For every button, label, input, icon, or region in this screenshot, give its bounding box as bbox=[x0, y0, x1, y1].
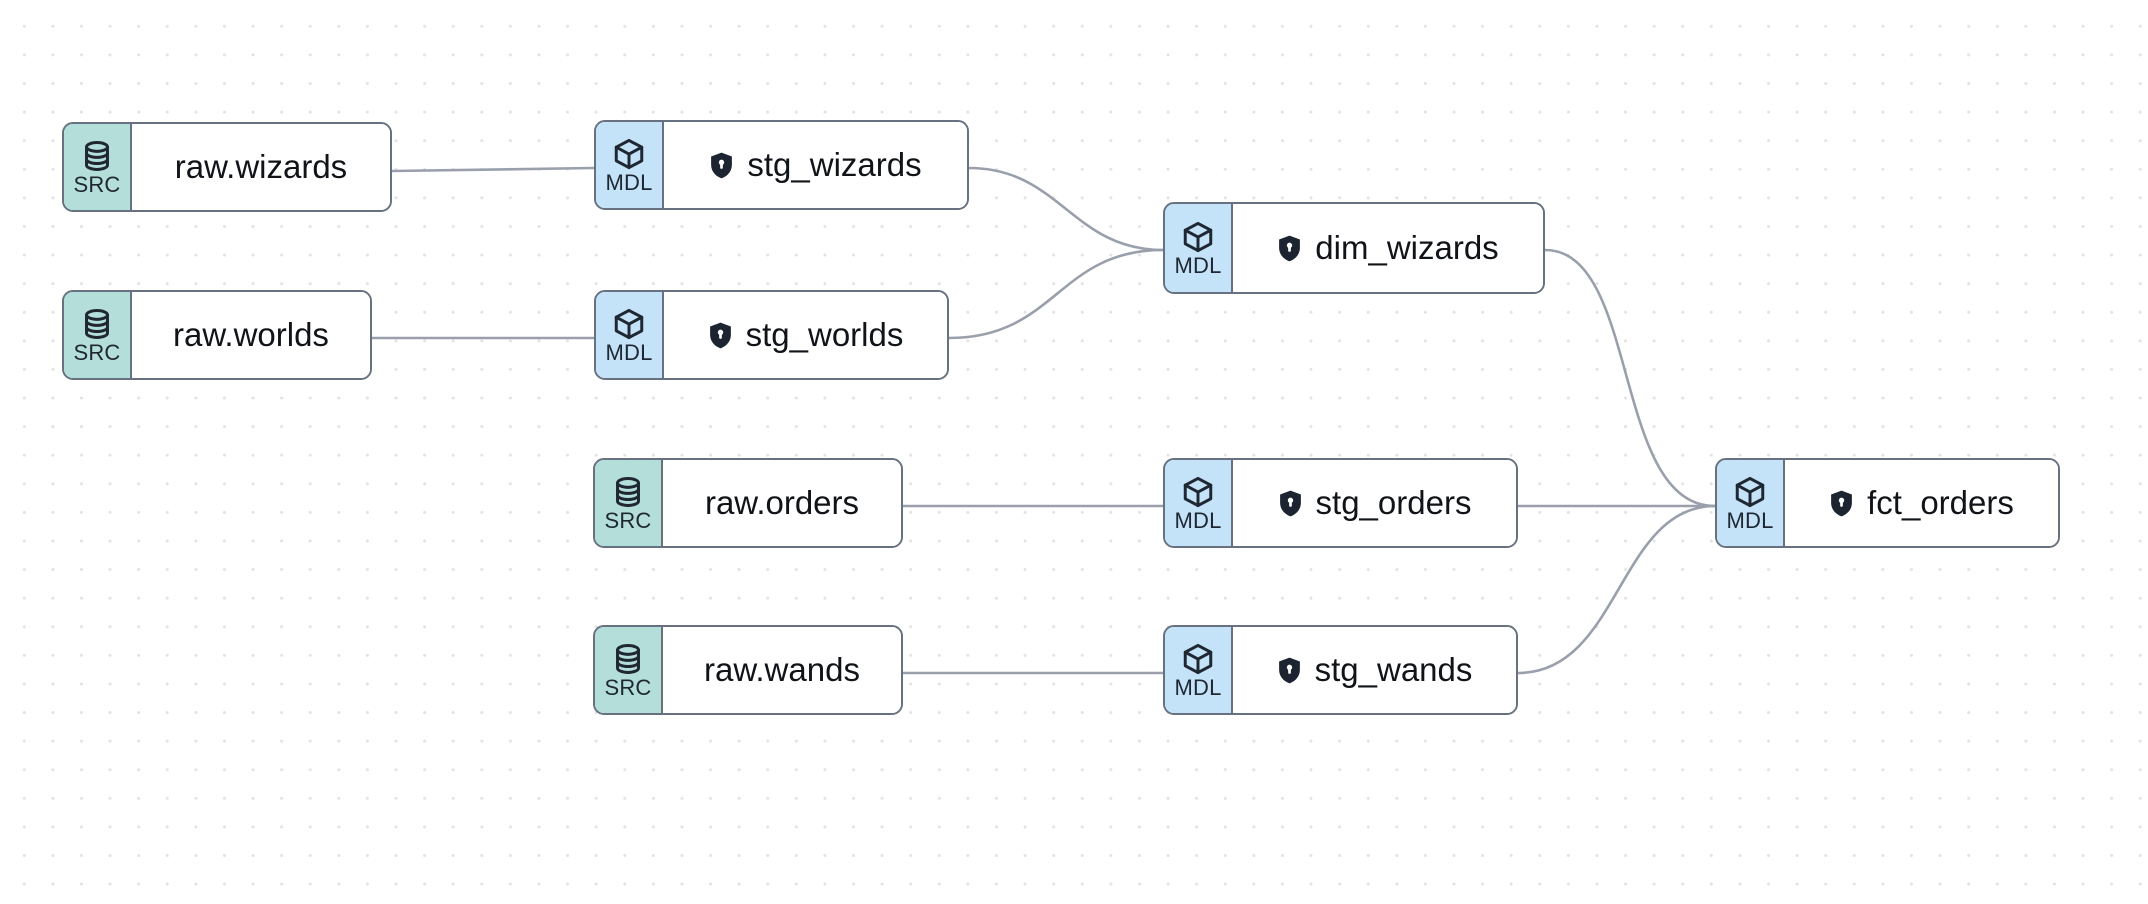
lineage-node-raw_wizards[interactable]: SRC raw.wizards bbox=[62, 122, 392, 212]
node-label: stg_wands bbox=[1314, 650, 1473, 688]
cube-icon bbox=[1181, 220, 1215, 254]
node-body[interactable]: stg_orders bbox=[1233, 460, 1516, 546]
node-kind-label: MDL bbox=[1174, 507, 1222, 533]
lineage-node-raw_orders[interactable]: SRC raw.orders bbox=[593, 458, 903, 548]
node-kind-label: SRC bbox=[604, 507, 652, 533]
lineage-node-stg_wands[interactable]: MDL stg_wands bbox=[1163, 625, 1518, 715]
node-label: raw.wizards bbox=[174, 147, 348, 185]
lineage-node-stg_worlds[interactable]: MDL stg_worlds bbox=[594, 290, 949, 380]
lineage-node-stg_orders[interactable]: MDL stg_orders bbox=[1163, 458, 1518, 548]
node-body[interactable]: fct_orders bbox=[1785, 460, 2058, 546]
node-label: raw.worlds bbox=[173, 315, 329, 353]
node-kind-badge: SRC bbox=[64, 292, 132, 378]
node-kind-badge: MDL bbox=[1165, 204, 1233, 292]
node-kind-badge: MDL bbox=[1717, 460, 1785, 546]
lineage-node-fct_orders[interactable]: MDL fct_orders bbox=[1715, 458, 2060, 548]
node-kind-badge: SRC bbox=[64, 124, 132, 210]
node-body[interactable]: stg_wands bbox=[1233, 627, 1516, 713]
lineage-edge bbox=[967, 166, 1165, 252]
node-body[interactable]: stg_worlds bbox=[664, 292, 947, 378]
shield-lock-icon bbox=[1277, 657, 1302, 684]
node-body[interactable]: raw.orders bbox=[663, 460, 901, 546]
cube-icon bbox=[612, 307, 646, 341]
node-kind-badge: MDL bbox=[1165, 460, 1233, 546]
node-kind-label: SRC bbox=[604, 674, 652, 700]
shield-lock-icon bbox=[1829, 490, 1854, 517]
node-kind-badge: MDL bbox=[596, 292, 664, 378]
shield-lock-icon bbox=[708, 322, 733, 349]
lineage-edge bbox=[1543, 248, 1717, 508]
database-icon bbox=[80, 307, 114, 341]
node-kind-label: MDL bbox=[605, 169, 653, 195]
node-label: stg_orders bbox=[1315, 483, 1472, 521]
node-kind-label: SRC bbox=[73, 171, 121, 197]
node-kind-badge: SRC bbox=[595, 627, 663, 713]
node-body[interactable]: stg_wizards bbox=[664, 122, 967, 208]
node-label: raw.orders bbox=[704, 483, 860, 521]
node-kind-label: MDL bbox=[1726, 507, 1774, 533]
cube-icon bbox=[1181, 475, 1215, 509]
lineage-node-raw_worlds[interactable]: SRC raw.worlds bbox=[62, 290, 372, 380]
shield-lock-icon bbox=[709, 152, 734, 179]
node-body[interactable]: dim_wizards bbox=[1233, 204, 1543, 292]
node-kind-badge: SRC bbox=[595, 460, 663, 546]
lineage-edge bbox=[1516, 504, 1717, 675]
node-label: stg_wizards bbox=[747, 145, 922, 183]
node-kind-label: MDL bbox=[1174, 674, 1222, 700]
lineage-edge bbox=[947, 248, 1165, 340]
node-label: dim_wizards bbox=[1315, 228, 1499, 266]
node-body[interactable]: raw.worlds bbox=[132, 292, 370, 378]
database-icon bbox=[611, 642, 645, 676]
node-label: stg_worlds bbox=[745, 315, 904, 353]
lineage-node-stg_wizards[interactable]: MDL stg_wizards bbox=[594, 120, 969, 210]
node-kind-label: MDL bbox=[1174, 252, 1222, 278]
node-kind-badge: MDL bbox=[1165, 627, 1233, 713]
node-body[interactable]: raw.wands bbox=[663, 627, 901, 713]
shield-lock-icon bbox=[1277, 235, 1302, 262]
node-body[interactable]: raw.wizards bbox=[132, 124, 390, 210]
database-icon bbox=[611, 475, 645, 509]
cube-icon bbox=[1733, 475, 1767, 509]
node-kind-label: SRC bbox=[73, 339, 121, 365]
node-label: fct_orders bbox=[1867, 483, 2014, 521]
database-icon bbox=[80, 139, 114, 173]
node-label: raw.wands bbox=[704, 650, 860, 688]
cube-icon bbox=[612, 137, 646, 171]
node-kind-label: MDL bbox=[605, 339, 653, 365]
cube-icon bbox=[1181, 642, 1215, 676]
lineage-node-dim_wizards[interactable]: MDL dim_wizards bbox=[1163, 202, 1545, 294]
lineage-node-raw_wands[interactable]: SRC raw.wands bbox=[593, 625, 903, 715]
lineage-edge bbox=[390, 166, 596, 173]
node-kind-badge: MDL bbox=[596, 122, 664, 208]
shield-lock-icon bbox=[1278, 490, 1303, 517]
